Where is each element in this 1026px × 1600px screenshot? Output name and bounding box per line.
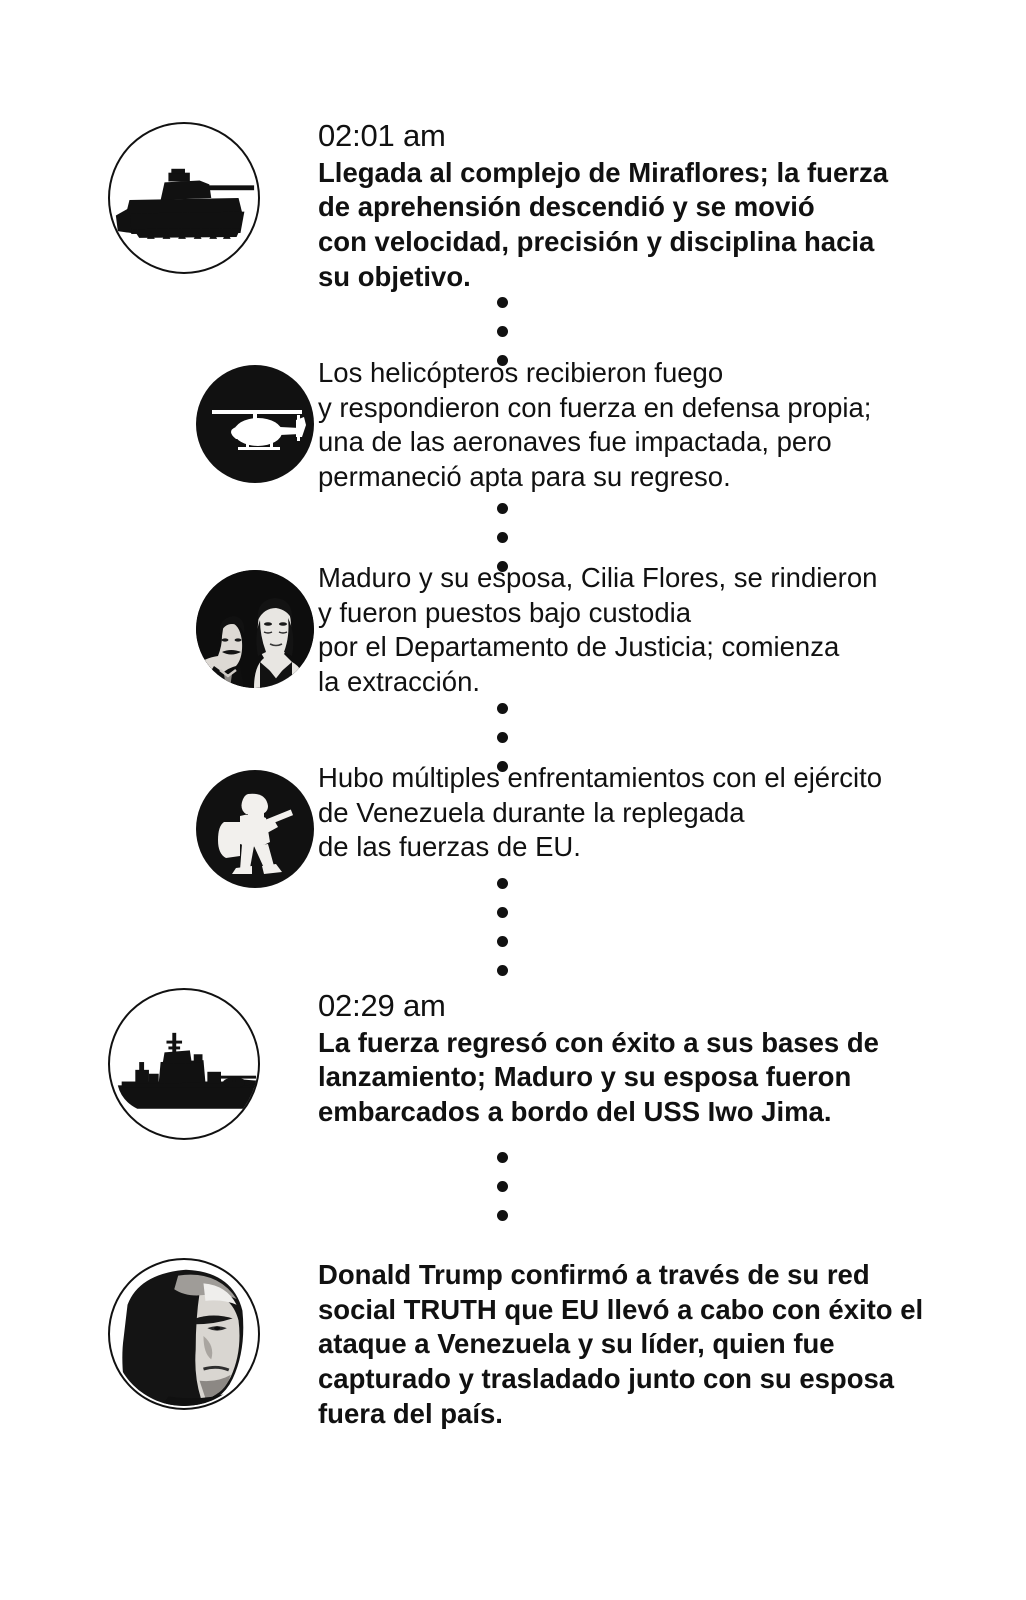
connector-dot [497,326,508,337]
connector-dot [497,878,508,889]
maduro-flores-photo [196,570,314,688]
connector-dot [497,936,508,947]
entry-text-block: 02:29 am La fuerza regresó con éxito a s… [318,988,938,1130]
entry-text-block: Maduro y su esposa, Cilia Flores, se rin… [318,561,938,700]
entry-text-block: Hubo múltiples enfrentamientos con el ej… [318,761,938,865]
connector-dot [497,907,508,918]
entry-body-text: Hubo múltiples enfrentamientos con el ej… [318,762,883,863]
connector-dot [497,732,508,743]
timeline-connector [497,503,508,572]
entry-text-block: Los helicópteros recibieron fuego y resp… [318,356,938,495]
connector-dot [497,761,508,772]
connector-dot [497,503,508,514]
timeline-connector [497,878,508,976]
helicopter-icon [196,365,314,483]
soldier-icon [196,770,314,888]
time-label: 02:01 am [318,118,446,153]
timeline-connector [497,1152,508,1221]
connector-dot [497,561,508,572]
entry-body-text: Maduro y su esposa, Cilia Flores, se rin… [318,562,878,697]
time-label: 02:29 am [318,988,446,1023]
tank-icon [108,122,260,274]
connector-dot [497,355,508,366]
timeline-connector [497,297,508,366]
connector-dot [497,1181,508,1192]
entry-body-text: La fuerza regresó con éxito a sus bases … [318,1026,879,1127]
connector-dot [497,965,508,976]
connector-dot [497,1152,508,1163]
entry-text-block: 02:01 am Llegada al complejo de Miraflor… [318,118,938,294]
connector-dot [497,1210,508,1221]
timeline-connector [497,703,508,772]
connector-dot [497,297,508,308]
trump-photo [108,1258,260,1410]
warship-icon [108,988,260,1140]
connector-dot [497,703,508,714]
connector-dot [497,532,508,543]
entry-body-text: Los helicópteros recibieron fuego y resp… [318,357,872,492]
entry-body-text: Llegada al complejo de Miraflores; la fu… [318,156,889,292]
entry-body-text: Donald Trump confirmó a través de su red… [318,1259,924,1429]
entry-text-block: Donald Trump confirmó a través de su red… [318,1258,938,1431]
